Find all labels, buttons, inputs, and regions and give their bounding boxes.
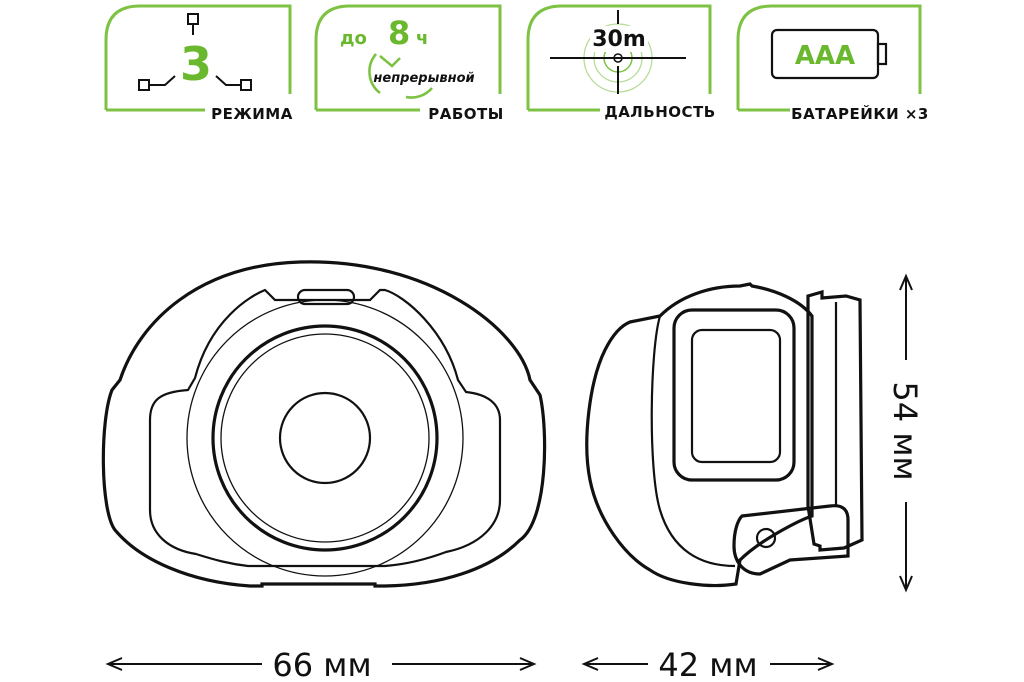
card-frame [104,4,292,110]
top-button [296,288,356,306]
housing-outline [101,260,547,588]
depth-label: 42 мм [658,646,757,682]
height-label: 54 мм [886,381,924,480]
card-frame [314,4,502,110]
dimension-width: 66 мм [105,646,537,682]
range-value: 30m [592,27,646,52]
runtime-hours: 8 [388,14,410,52]
card-frame [736,4,922,110]
modes-icon [138,13,252,91]
battery-door-panel [690,328,782,464]
runtime-unit: ч [416,28,428,49]
runtime-label: РАБОТЫ [428,105,504,123]
battery-type: AAA [795,41,855,71]
lens-ring [211,324,439,552]
strap-clip [806,289,864,552]
feature-card-battery: AAA БАТАРЕЙКИ ×3 [736,4,929,123]
modes-count: 3 [180,37,212,91]
range-label: ДАЛЬНОСТЬ [604,103,715,121]
reflector-ring [220,333,430,543]
battery-label: БАТАРЕЙКИ ×3 [791,104,929,123]
runtime-prefix: до [340,28,367,49]
dimension-depth: 42 мм [581,646,835,682]
front-view-drawing [101,260,547,588]
modes-label: РЕЖИМА [211,105,293,123]
dimension-height: 54 мм [886,273,924,593]
led-lens [278,391,372,485]
side-body [585,282,814,588]
battery-icon [770,28,888,80]
feature-card-range: 30m ДАЛЬНОСТЬ [526,4,715,121]
width-label: 66 мм [272,646,371,682]
runtime-sub: непрерывной [373,71,474,86]
card-frame [526,4,712,110]
lens-ring-outer [186,299,464,577]
clock-icon [368,53,433,99]
housing-inner [148,288,502,568]
hinge-pin [755,527,777,549]
feature-card-modes: 3 РЕЖИМА [104,4,293,123]
feature-card-runtime: до 8 ч непрерывной РАБОТЫ [314,4,504,123]
battery-door [672,308,796,482]
hinge-block [732,504,850,576]
side-view-drawing [585,282,864,588]
side-flank [650,315,736,568]
